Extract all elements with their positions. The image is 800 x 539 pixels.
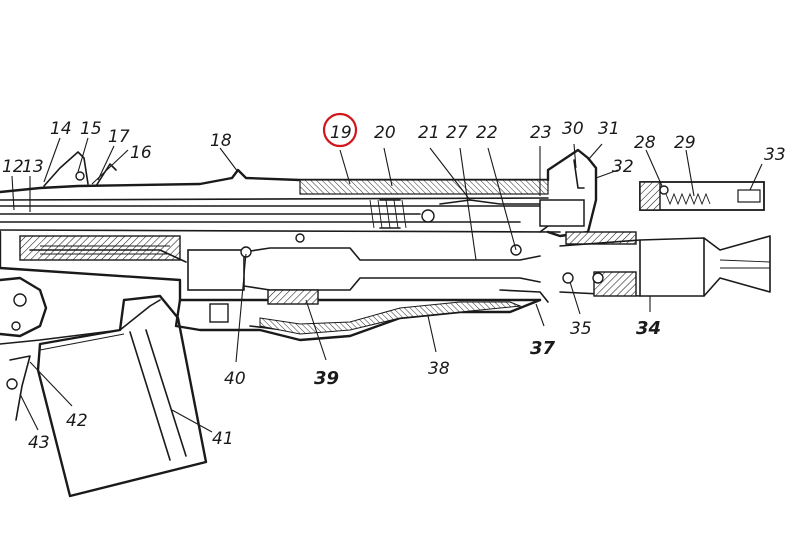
label-42: 42 [66,411,88,431]
label-23: 23 [530,123,552,143]
lower-receiver [0,230,542,305]
label-19: 19 [330,123,352,143]
label-18: 18 [210,131,232,151]
label-21: 21 [418,123,440,143]
label-34: 34 [636,318,661,339]
label-31: 31 [598,119,620,139]
label-22: 22 [476,123,498,143]
label-30: 30 [562,119,584,139]
spring-detail-inset [639,181,765,211]
trigger-group [0,276,161,421]
label-15: 15 [80,119,102,139]
label-37: 37 [530,338,556,359]
label-17: 17 [108,127,130,147]
label-38: 38 [428,359,450,379]
receiver-upper [0,151,561,233]
label-32: 32 [612,157,634,177]
front-sight-block [539,148,637,245]
label-27: 27 [446,123,468,143]
magazine [36,294,208,498]
label-29: 29 [674,133,696,153]
barrel-and-muzzle [559,235,771,297]
leader-lines [11,137,763,433]
label-20: 20 [374,123,396,143]
label-28: 28 [634,133,656,153]
label-13: 13 [22,157,44,177]
label-41: 41 [212,429,234,449]
label-33: 33 [764,145,786,165]
label-12: 12 [2,157,24,177]
highlight-circle [322,112,358,148]
label-40: 40 [224,369,246,389]
label-39: 39 [314,368,339,389]
label-43: 43 [28,433,50,453]
part-labels: 12 13 14 15 16 17 18 19 20 21 27 22 23 3… [2,119,786,453]
handguard [174,289,549,342]
label-14: 14 [50,119,72,139]
label-35: 35 [570,319,592,339]
label-16: 16 [130,143,152,163]
